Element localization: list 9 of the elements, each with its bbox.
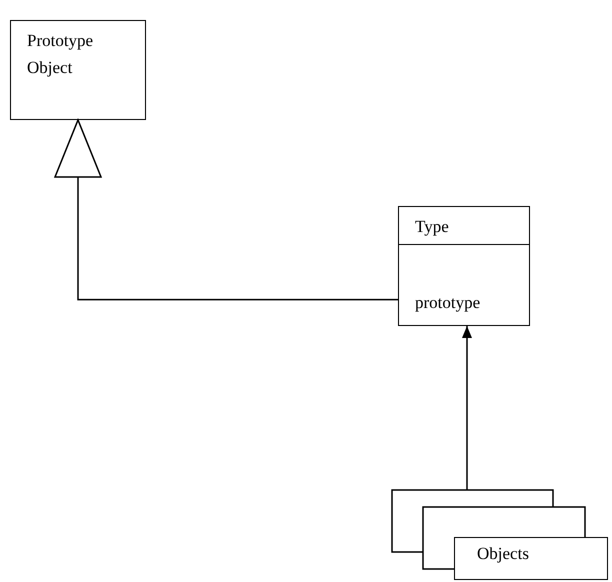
arrow [54,119,398,300]
object-box [10,20,146,120]
box-label: Prototype Object [27,30,94,79]
arrow [462,326,472,490]
box-label: Objects [477,543,529,565]
class-box [398,206,530,326]
object-box [454,537,608,580]
class-name: Type [415,216,449,238]
attribute-text: prototype [415,292,480,314]
